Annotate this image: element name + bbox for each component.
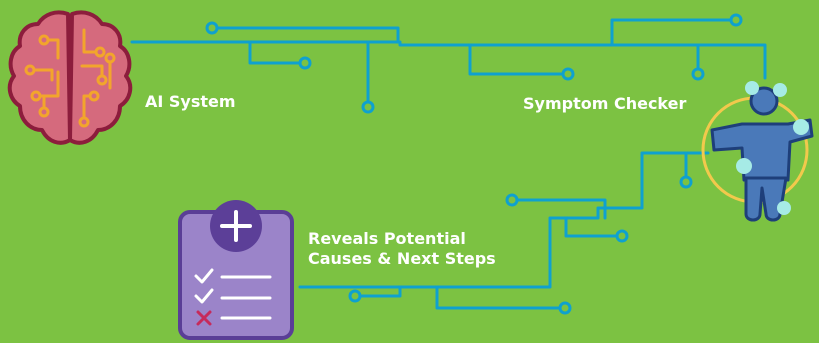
circuit-trace-lower-branch-d [353, 285, 402, 298]
x-mark-icon [196, 310, 212, 326]
joint-dot [773, 83, 787, 97]
circuit-node [729, 13, 743, 27]
symptom-checker-label: Symptom Checker [523, 94, 687, 113]
joint-dot [745, 81, 759, 95]
circuit-node [505, 193, 519, 207]
reveals-label-line2: Causes & Next Steps [308, 249, 496, 268]
circuit-trace-main [130, 18, 737, 47]
check-mark-icon [194, 268, 214, 284]
reveals-label-line1: Reveals Potential [308, 229, 466, 248]
check-mark-icon [194, 288, 214, 304]
clipboard-checklist-icon [178, 200, 294, 340]
circuit-node [558, 301, 572, 315]
circuit-trace-lower-branch-b [564, 216, 624, 238]
joint-dot [793, 119, 809, 135]
circuit-node [691, 67, 705, 81]
circuit-node [561, 67, 575, 81]
circuit-trace-upper-left [210, 26, 400, 44]
joint-dot [777, 201, 791, 215]
circuit-trace-branch-a [248, 40, 307, 65]
circuit-node [205, 21, 219, 35]
brain-circuit-icon [7, 10, 133, 145]
circuit-trace-lower-branch-c [435, 285, 567, 310]
circuit-node [298, 56, 312, 70]
circuit-trace-lower-upper [510, 198, 607, 220]
ai-system-label: AI System [145, 92, 236, 111]
circuit-node [361, 100, 375, 114]
joint-dot [736, 158, 752, 174]
circuit-trace-lower [298, 151, 710, 289]
circuit-node [348, 289, 362, 303]
circuit-node [615, 229, 629, 243]
person-body-icon [701, 81, 814, 222]
circuit-trace-branch-c [468, 43, 570, 76]
reveals-label: Reveals Potential Causes & Next Steps [308, 229, 496, 269]
circuit-trace-to-person [610, 43, 767, 80]
circuit-node [679, 175, 693, 189]
